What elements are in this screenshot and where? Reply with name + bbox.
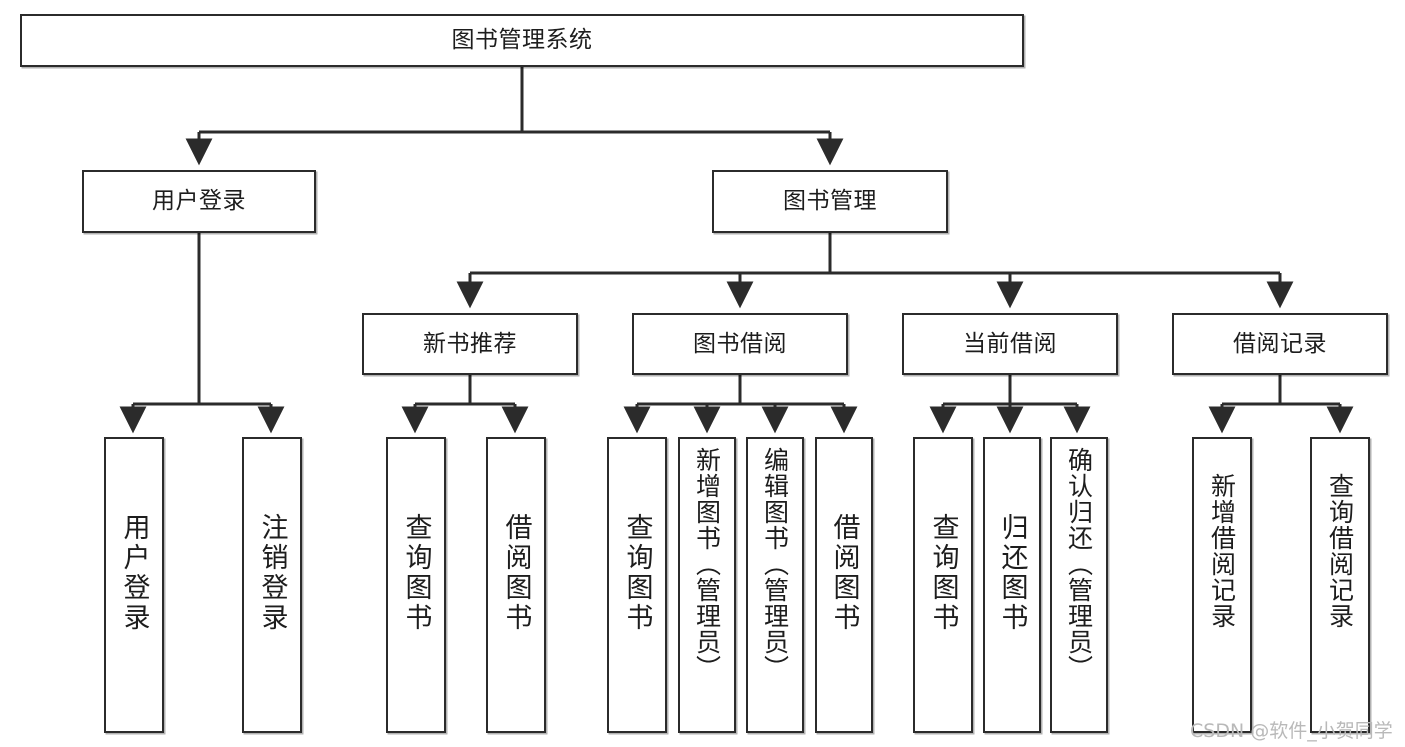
node-leaf-query-book-3-label: 查询图书	[927, 513, 959, 633]
node-leaf-edit-book-label: 编辑图书（管理员）	[760, 447, 790, 681]
node-current-borrow[interactable]: 当前借阅	[902, 313, 1118, 375]
node-leaf-logout-label: 注销登录	[256, 513, 288, 633]
node-user-login[interactable]: 用户登录	[82, 170, 316, 233]
node-current-borrow-label: 当前借阅	[963, 330, 1057, 357]
node-leaf-edit-book[interactable]: 编辑图书（管理员）	[746, 437, 804, 733]
node-leaf-query-record[interactable]: 查询借阅记录	[1310, 437, 1370, 733]
node-borrow-record[interactable]: 借阅记录	[1172, 313, 1388, 375]
node-leaf-confirm-return-label: 确认归还（管理员）	[1064, 447, 1094, 681]
node-leaf-query-book-1[interactable]: 查询图书	[386, 437, 446, 733]
node-root-label: 图书管理系统	[451, 27, 593, 54]
node-leaf-query-book-2-label: 查询图书	[621, 513, 653, 633]
node-book-borrow[interactable]: 图书借阅	[632, 313, 848, 375]
node-leaf-add-book-label: 新增图书（管理员）	[692, 447, 722, 681]
csdn-watermark: CSDN @软件_小贺同学	[1190, 720, 1393, 742]
node-leaf-borrow-book-1[interactable]: 借阅图书	[486, 437, 546, 733]
node-leaf-query-record-label: 查询借阅记录	[1325, 473, 1355, 629]
node-book-manage[interactable]: 图书管理	[712, 170, 948, 233]
node-leaf-query-book-2[interactable]: 查询图书	[607, 437, 667, 733]
node-new-book-rec-label: 新书推荐	[423, 330, 517, 357]
node-book-manage-label: 图书管理	[783, 188, 877, 215]
node-leaf-add-record[interactable]: 新增借阅记录	[1192, 437, 1252, 733]
node-leaf-borrow-book-2-label: 借阅图书	[828, 513, 860, 633]
node-leaf-borrow-book-2[interactable]: 借阅图书	[815, 437, 873, 733]
node-leaf-borrow-book-1-label: 借阅图书	[500, 513, 532, 633]
node-leaf-return-book[interactable]: 归还图书	[983, 437, 1041, 733]
node-leaf-logout[interactable]: 注销登录	[242, 437, 302, 733]
node-leaf-query-book-3[interactable]: 查询图书	[913, 437, 973, 733]
node-leaf-add-book[interactable]: 新增图书（管理员）	[678, 437, 736, 733]
node-leaf-add-record-label: 新增借阅记录	[1207, 473, 1237, 629]
node-book-borrow-label: 图书借阅	[693, 330, 787, 357]
node-leaf-confirm-return[interactable]: 确认归还（管理员）	[1050, 437, 1108, 733]
node-borrow-record-label: 借阅记录	[1233, 330, 1327, 357]
node-root[interactable]: 图书管理系统	[20, 14, 1024, 67]
node-leaf-return-book-label: 归还图书	[996, 513, 1028, 633]
node-user-login-label: 用户登录	[152, 188, 246, 215]
node-leaf-user-login[interactable]: 用户登录	[104, 437, 164, 733]
node-new-book-rec[interactable]: 新书推荐	[362, 313, 578, 375]
node-leaf-query-book-1-label: 查询图书	[400, 513, 432, 633]
node-leaf-user-login-label: 用户登录	[118, 513, 150, 633]
